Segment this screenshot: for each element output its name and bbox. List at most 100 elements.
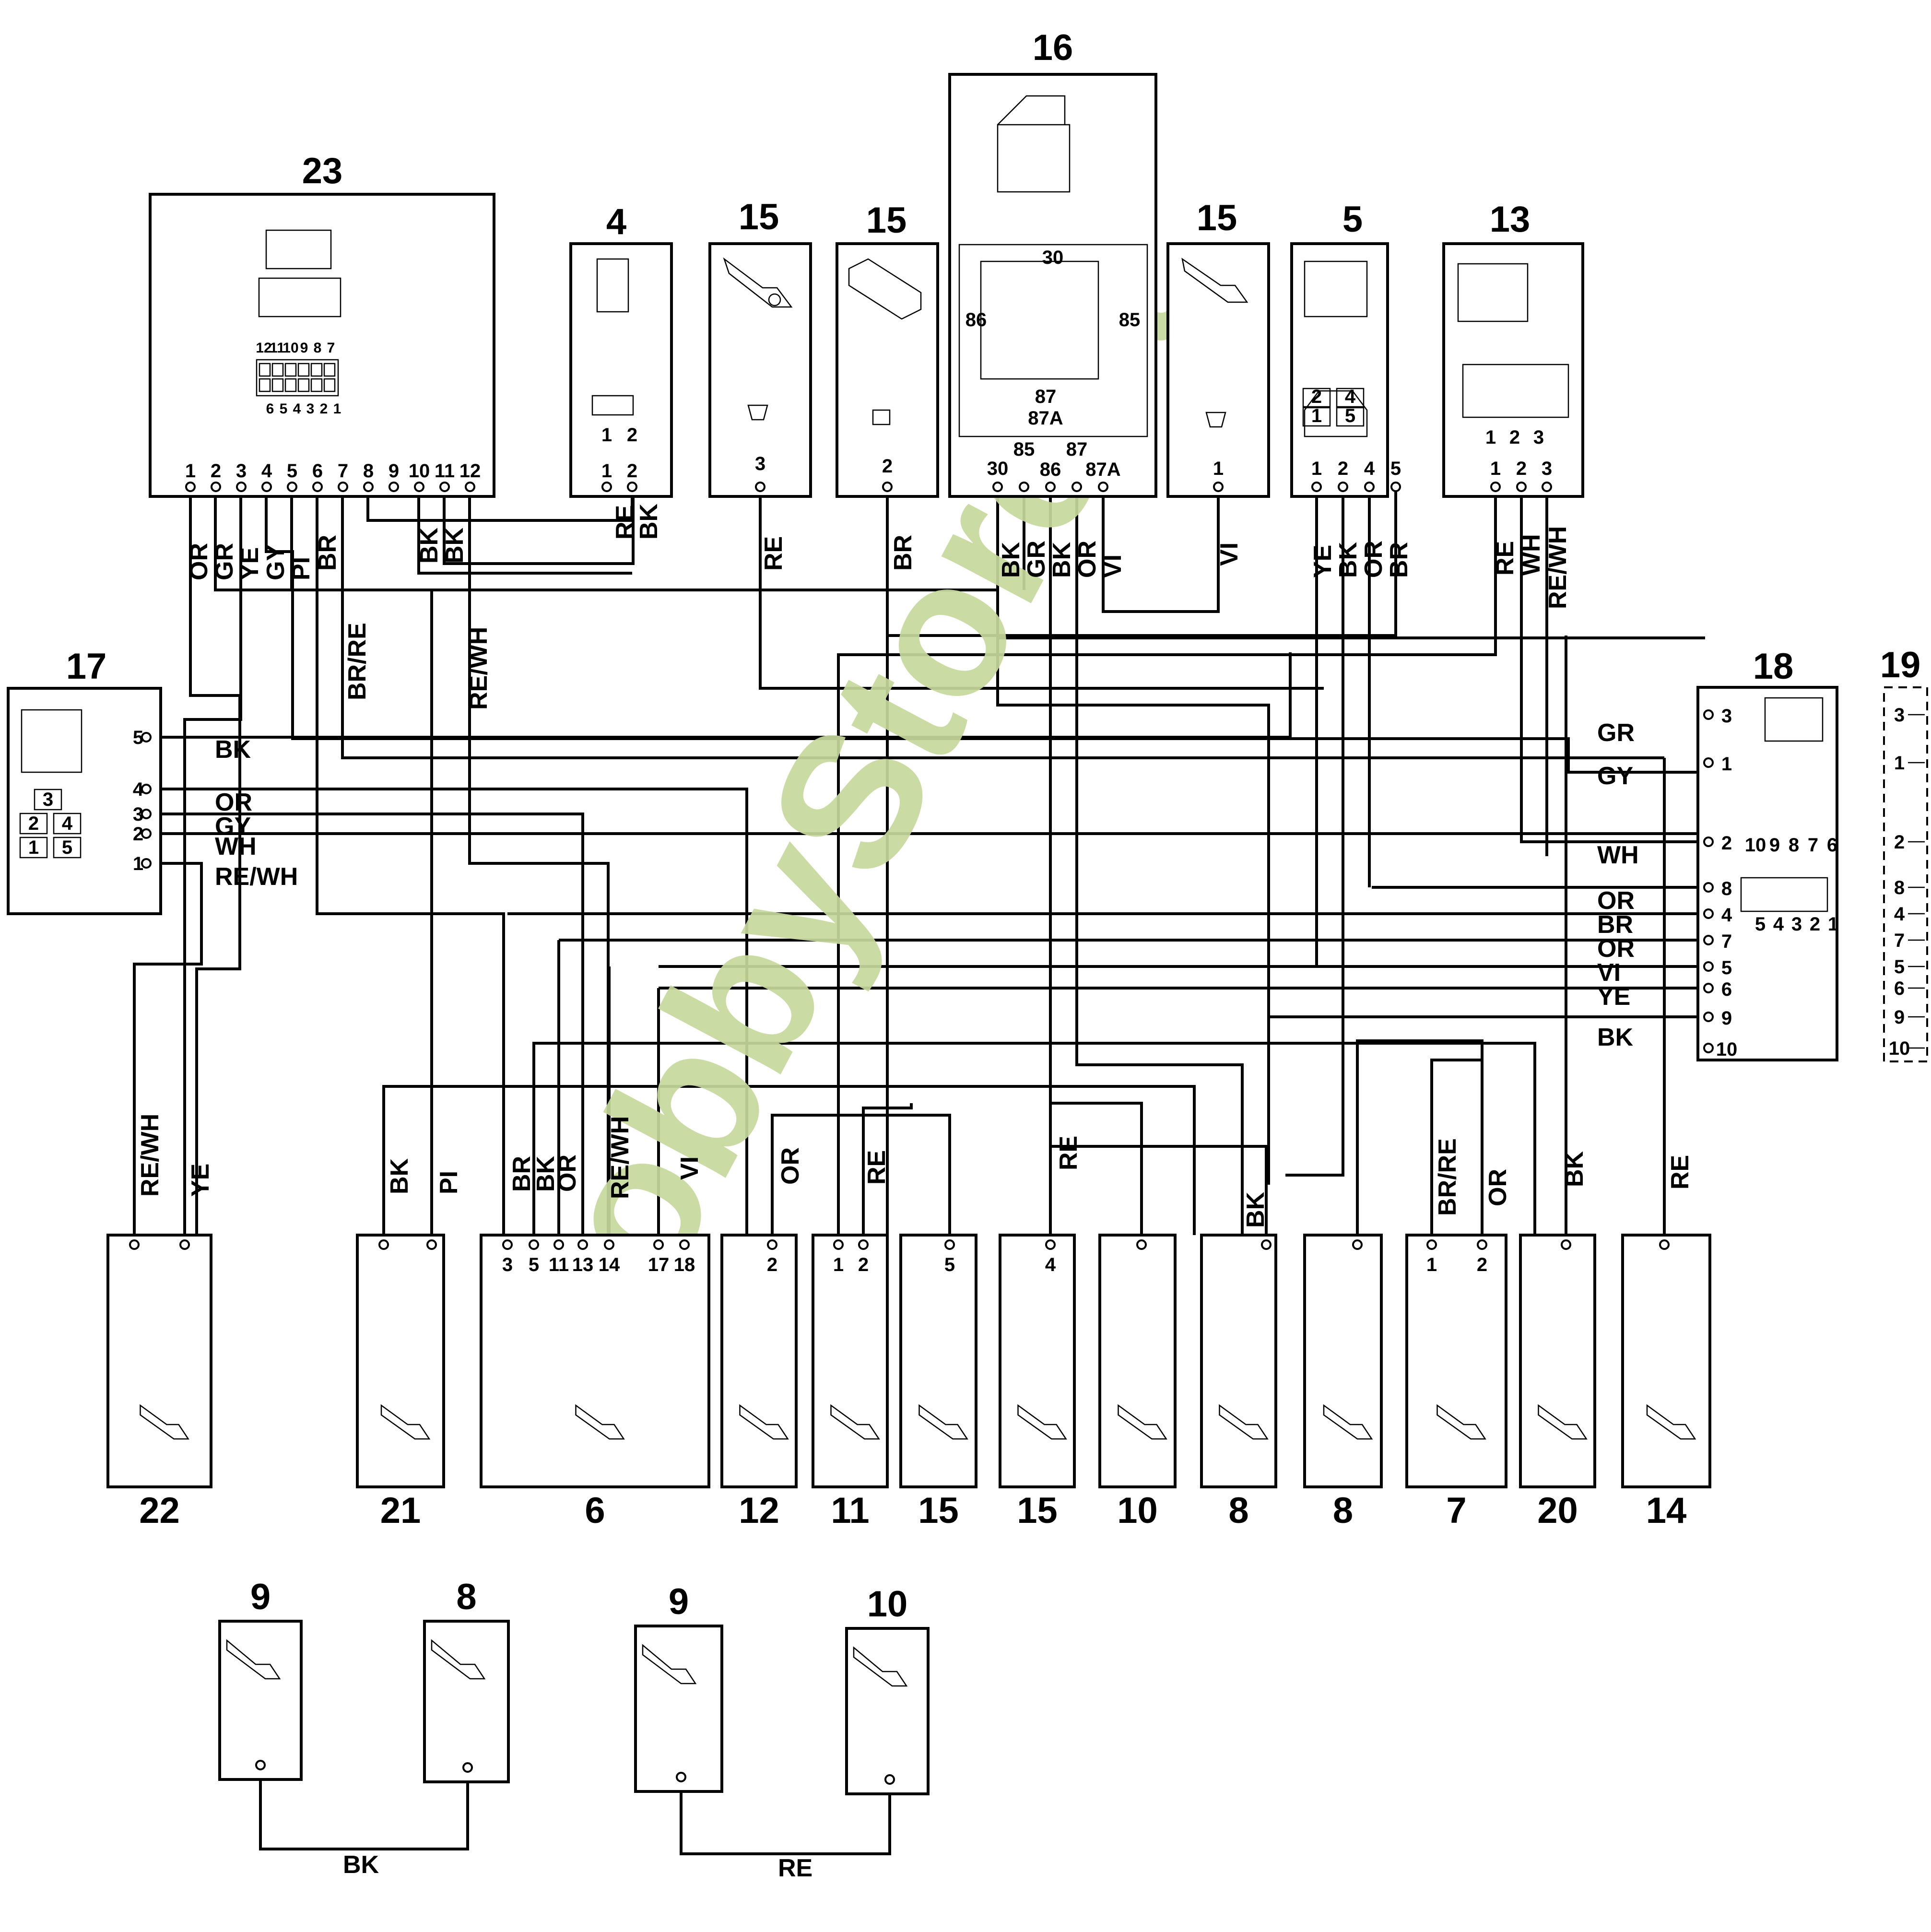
pin-terminal bbox=[141, 732, 152, 742]
wire-color-label: OR bbox=[553, 1154, 581, 1192]
pin-label: 5 bbox=[529, 1254, 539, 1275]
pin-terminal bbox=[1703, 836, 1714, 847]
wire-color-label: YE bbox=[187, 1164, 214, 1197]
extra-terminal-8: 8 bbox=[423, 1577, 510, 1783]
connector-box bbox=[708, 242, 812, 498]
pin-label: 4 bbox=[1721, 905, 1732, 926]
component-number: 12 bbox=[739, 1490, 779, 1531]
pin-label: 2 bbox=[1477, 1254, 1487, 1275]
bottom-connector-14: 14 bbox=[1621, 1234, 1711, 1531]
face-label: 1 bbox=[28, 837, 39, 858]
pin-terminal bbox=[1659, 1239, 1670, 1250]
wire-color-label: BK bbox=[415, 527, 443, 564]
pin-label: 1 bbox=[1213, 458, 1224, 479]
pin-cavity bbox=[323, 363, 336, 377]
wire bbox=[886, 487, 1397, 1235]
wire-color-label: RE/WH bbox=[215, 863, 298, 891]
pin-cavity bbox=[271, 378, 284, 392]
wire-color-label: RE/WH bbox=[465, 627, 493, 710]
connector-box bbox=[106, 1234, 212, 1488]
wire-color-label: BK bbox=[1561, 1151, 1589, 1187]
component-number: 8 bbox=[1333, 1490, 1353, 1531]
pin-terminal bbox=[1703, 1043, 1714, 1053]
wire bbox=[290, 487, 433, 1235]
component-number: 15 bbox=[918, 1490, 959, 1531]
terminal-icon bbox=[1323, 1404, 1373, 1440]
pin-cavity bbox=[1302, 407, 1331, 427]
component-number: 9 bbox=[250, 1577, 271, 1617]
relay-socket-icon bbox=[997, 95, 1071, 193]
wire bbox=[1285, 487, 1344, 1177]
component-number: 8 bbox=[456, 1577, 476, 1617]
pin-cavity bbox=[284, 363, 297, 377]
pin-label: 9 bbox=[1894, 1007, 1905, 1028]
terminal-icon bbox=[140, 1404, 189, 1440]
face-label: 10 bbox=[1745, 835, 1766, 856]
pin-terminal bbox=[833, 1239, 844, 1250]
pin-cavity bbox=[19, 836, 48, 859]
terminal-icon bbox=[575, 1404, 625, 1440]
pin-label: 5 bbox=[287, 460, 297, 482]
bottom-connector-8: 8 bbox=[1303, 1234, 1383, 1531]
wire-color-label: RE bbox=[1055, 1136, 1083, 1170]
face-label: 2 bbox=[1311, 386, 1322, 407]
wire bbox=[443, 487, 635, 565]
wire-color-label: OR bbox=[1360, 541, 1388, 578]
pin-terminal bbox=[261, 482, 272, 492]
connector-box bbox=[812, 1234, 889, 1488]
pin-terminal bbox=[1703, 935, 1714, 945]
pin-label: 2 bbox=[1516, 458, 1527, 479]
wire-color-label: GY bbox=[1597, 762, 1633, 790]
connector-box bbox=[836, 242, 939, 498]
pin-label: 17 bbox=[648, 1254, 670, 1275]
ring-terminal-icon bbox=[431, 1639, 486, 1680]
bottom-connector-21: 21 bbox=[356, 1234, 445, 1531]
wire-color-label: BR/RE bbox=[343, 623, 371, 700]
face-label: 6 bbox=[266, 401, 274, 417]
wire-color-label: BK bbox=[1597, 1024, 1634, 1051]
pin-terminal bbox=[1071, 482, 1082, 492]
pin-label: 85 bbox=[1013, 439, 1035, 460]
face-label: 1 bbox=[1828, 914, 1838, 935]
wire-color-label: BK bbox=[997, 542, 1025, 578]
pin-label: 30 bbox=[987, 458, 1009, 479]
pin-terminal bbox=[141, 858, 152, 869]
face-label: 2 bbox=[1810, 914, 1820, 935]
pin-label: 5 bbox=[133, 727, 143, 748]
component-number: 6 bbox=[585, 1490, 605, 1531]
face-label: 11 bbox=[270, 340, 285, 356]
wire-color-label: OR bbox=[1073, 541, 1101, 578]
wire-color-label: VI bbox=[1215, 542, 1243, 566]
pin-terminal bbox=[944, 1239, 955, 1250]
component-number: 5 bbox=[1342, 199, 1363, 240]
wire bbox=[1075, 487, 1244, 1235]
pin-terminal bbox=[338, 482, 348, 492]
terminal-icon bbox=[1219, 1404, 1269, 1440]
pin-label: 2 bbox=[1721, 833, 1732, 854]
pin-terminal bbox=[1019, 482, 1029, 492]
relay-label-87: 87 bbox=[1035, 386, 1057, 407]
connector-4pin-icon bbox=[1304, 260, 1368, 437]
wire bbox=[996, 487, 1270, 1185]
relay-label-30: 30 bbox=[1042, 247, 1064, 268]
ring-terminal-icon bbox=[642, 1644, 697, 1685]
face-label: 3 bbox=[306, 401, 315, 417]
pin-label: 1 bbox=[1721, 754, 1732, 775]
face-label: 2 bbox=[28, 813, 39, 834]
pin-terminal bbox=[141, 784, 152, 794]
connector-box bbox=[1200, 1234, 1277, 1488]
pin-label: 11 bbox=[549, 1254, 569, 1275]
wire-color-label: BR bbox=[314, 535, 341, 571]
pin-cavity bbox=[259, 363, 271, 377]
extra-terminal-9: 9 bbox=[218, 1577, 303, 1781]
pin-cavity bbox=[259, 378, 271, 392]
pin-terminal bbox=[439, 482, 450, 492]
pin-terminal bbox=[604, 1239, 614, 1250]
pin-cavity bbox=[297, 363, 310, 377]
